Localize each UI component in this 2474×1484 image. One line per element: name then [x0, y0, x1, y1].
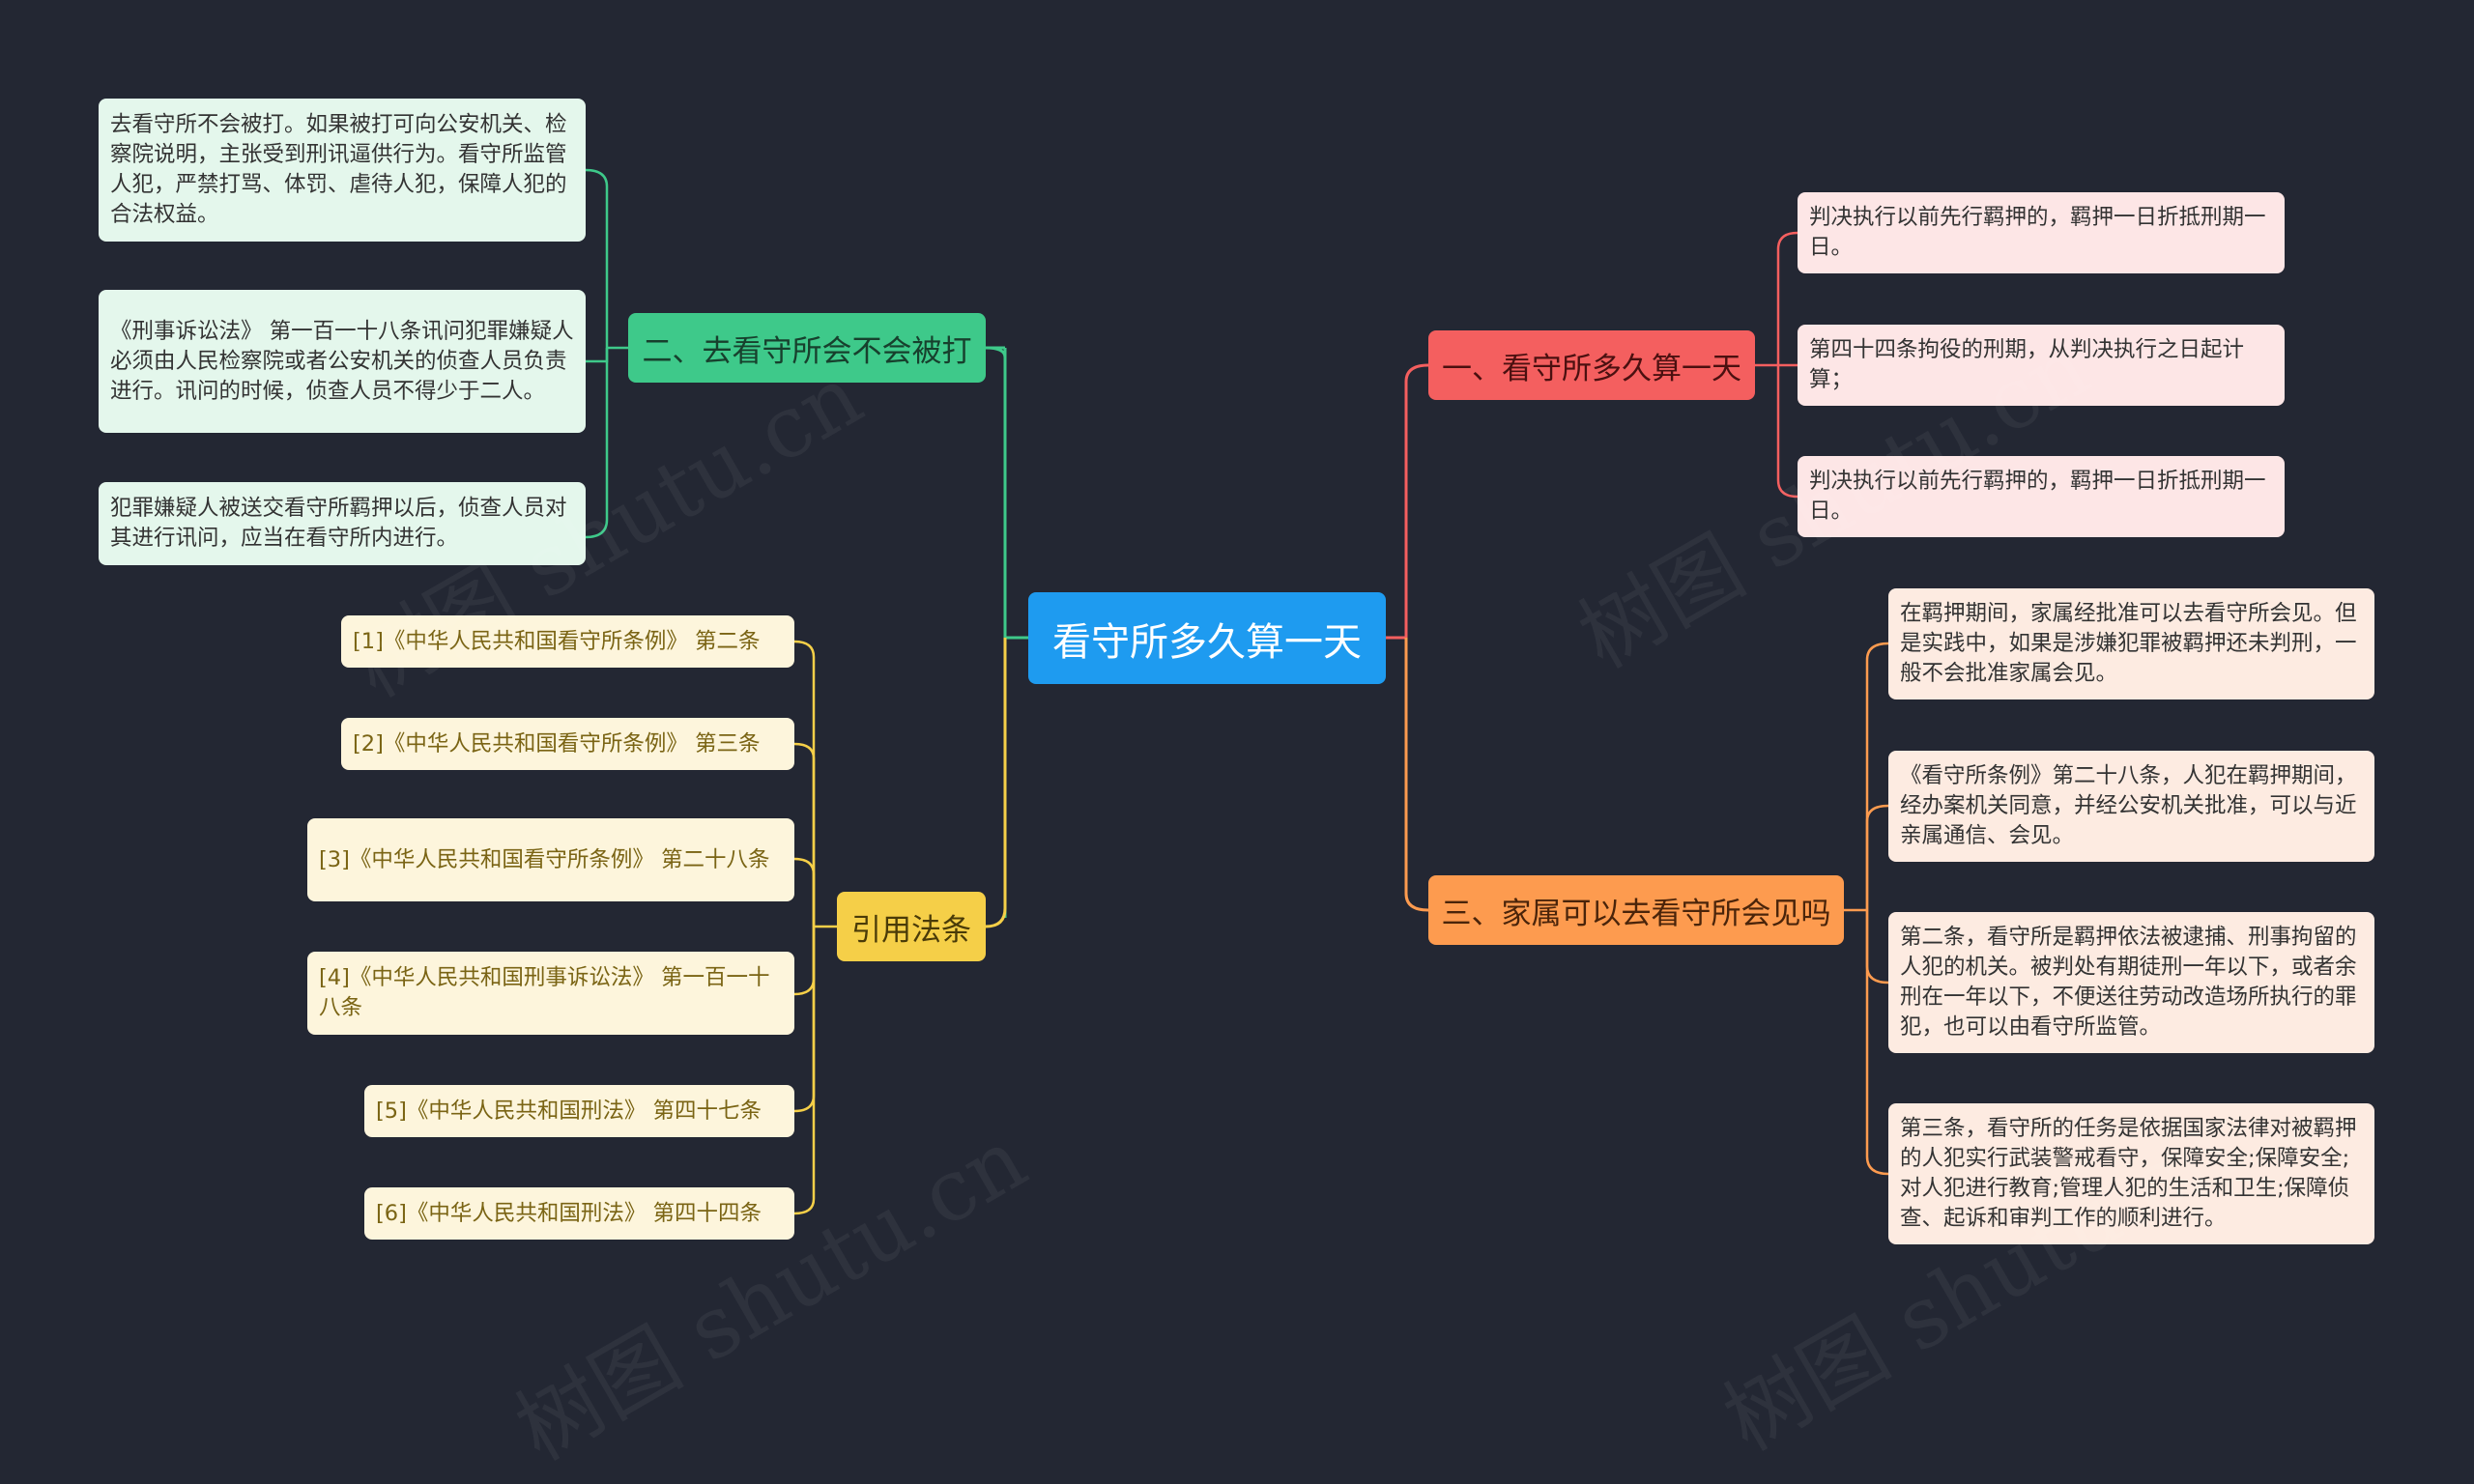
leaf-family-visit-3[interactable]: 第二条，看守所是羁押依法被逮捕、刑事拘留的人犯的机关。被判处有期徒刑一年以下，或… — [1888, 912, 2374, 1053]
leaf-citation-6[interactable]: [6]《中华人民共和国刑法》 第四十四条 — [364, 1187, 794, 1240]
leaf-visit-beaten-2[interactable]: 《刑事诉讼法》 第一百一十八条讯问犯罪嫌疑人必须由人民检察院或者公安机关的侦查人… — [99, 290, 586, 433]
leaf-visit-beaten-3[interactable]: 犯罪嫌疑人被送交看守所羁押以后，侦查人员对其进行讯问，应当在看守所内进行。 — [99, 482, 586, 565]
leaf-family-visit-1[interactable]: 在羁押期间，家属经批准可以去看守所会见。但是实践中，如果是涉嫌犯罪被羁押还未判刑… — [1888, 588, 2374, 699]
branch-how-long[interactable]: 一、看守所多久算一天 — [1428, 330, 1755, 400]
root-topic-label: 看守所多久算一天 — [1052, 619, 1362, 665]
leaf-text: 去看守所不会被打。如果被打可向公安机关、检察院说明，主张受到刑讯逼供行为。看守所… — [110, 112, 567, 227]
leaf-text: [6]《中华人民共和国刑法》 第四十四条 — [376, 1200, 762, 1226]
mind-map-canvas: 看守所多久算一天 二、去看守所会不会被打 去看守所不会被打。如果被打可向公安机关… — [99, 99, 2374, 1479]
leaf-text: [1]《中华人民共和国看守所条例》 第二条 — [353, 628, 761, 654]
leaf-how-long-3[interactable]: 判决执行以前先行羁押的，羁押一日折抵刑期一日。 — [1798, 456, 2285, 537]
leaf-how-long-1[interactable]: 判决执行以前先行羁押的，羁押一日折抵刑期一日。 — [1798, 192, 2285, 273]
leaf-visit-beaten-1[interactable]: 去看守所不会被打。如果被打可向公安机关、检察院说明，主张受到刑讯逼供行为。看守所… — [99, 99, 586, 242]
leaf-text: [3]《中华人民共和国看守所条例》 第二十八条 — [319, 846, 770, 872]
leaf-citation-2[interactable]: [2]《中华人民共和国看守所条例》 第三条 — [341, 718, 794, 770]
leaf-family-visit-4[interactable]: 第三条，看守所的任务是依据国家法律对被羁押的人犯实行武装警戒看守，保障安全;保障… — [1888, 1103, 2374, 1244]
leaf-citation-5[interactable]: [5]《中华人民共和国刑法》 第四十七条 — [364, 1085, 794, 1137]
leaf-text: [4]《中华人民共和国刑事诉讼法》 第一百一十八条 — [319, 965, 770, 1020]
leaf-text: 第二条，看守所是羁押依法被逮捕、刑事拘留的人犯的机关。被判处有期徒刑一年以下，或… — [1900, 925, 2357, 1040]
leaf-text: 《刑事诉讼法》 第一百一十八条讯问犯罪嫌疑人必须由人民检察院或者公安机关的侦查人… — [110, 318, 574, 404]
branch-visit-beaten-label: 二、去看守所会不会被打 — [642, 333, 972, 369]
leaf-family-visit-2[interactable]: 《看守所条例》第二十八条，人犯在羁押期间，经办案机关同意，并经公安机关批准，可以… — [1888, 751, 2374, 862]
leaf-text: [5]《中华人民共和国刑法》 第四十七条 — [376, 1098, 762, 1124]
leaf-text: [2]《中华人民共和国看守所条例》 第三条 — [353, 730, 761, 756]
leaf-text: 第三条，看守所的任务是依据国家法律对被羁押的人犯实行武装警戒看守，保障安全;保障… — [1900, 1116, 2357, 1231]
leaf-citation-1[interactable]: [1]《中华人民共和国看守所条例》 第二条 — [341, 615, 794, 668]
leaf-text: 判决执行以前先行羁押的，羁押一日折抵刑期一日。 — [1809, 205, 2266, 260]
root-topic[interactable]: 看守所多久算一天 — [1028, 592, 1386, 684]
leaf-citation-4[interactable]: [4]《中华人民共和国刑事诉讼法》 第一百一十八条 — [307, 952, 794, 1035]
leaf-text: 在羁押期间，家属经批准可以去看守所会见。但是实践中，如果是涉嫌犯罪被羁押还未判刑… — [1900, 601, 2357, 686]
branch-family-visit[interactable]: 三、家属可以去看守所会见吗 — [1428, 875, 1844, 945]
branch-how-long-label: 一、看守所多久算一天 — [1442, 351, 1741, 386]
watermark: 树图 shutu.cn — [500, 1108, 1043, 1480]
leaf-citation-3[interactable]: [3]《中华人民共和国看守所条例》 第二十八条 — [307, 818, 794, 901]
leaf-text: 犯罪嫌疑人被送交看守所羁押以后，侦查人员对其进行讯问，应当在看守所内进行。 — [110, 496, 567, 551]
leaf-text: 判决执行以前先行羁押的，羁押一日折抵刑期一日。 — [1809, 469, 2266, 524]
branch-visit-beaten[interactable]: 二、去看守所会不会被打 — [628, 313, 986, 383]
branch-family-visit-label: 三、家属可以去看守所会见吗 — [1441, 896, 1831, 931]
branch-citations-label: 引用法条 — [851, 912, 971, 948]
leaf-how-long-2[interactable]: 第四十四条拘役的刑期，从判决执行之日起计算； — [1798, 325, 2285, 406]
branch-citations[interactable]: 引用法条 — [837, 892, 986, 961]
leaf-text: 《看守所条例》第二十八条，人犯在羁押期间，经办案机关同意，并经公安机关批准，可以… — [1900, 763, 2357, 848]
leaf-text: 第四十四条拘役的刑期，从判决执行之日起计算； — [1809, 337, 2245, 392]
